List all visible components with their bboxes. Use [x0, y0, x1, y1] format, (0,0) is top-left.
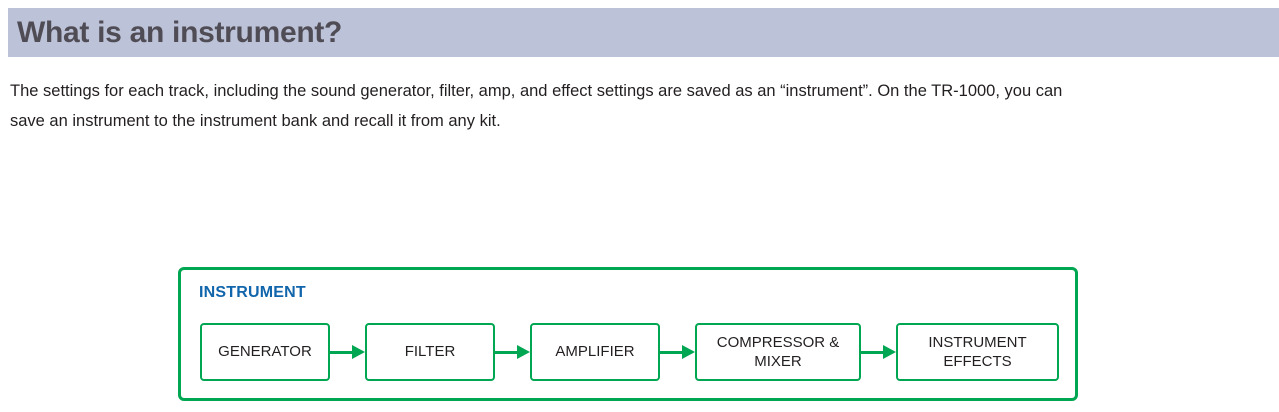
- instrument-flow-diagram: INSTRUMENT GENERATOR FILTER AMPLIFIER CO…: [178, 267, 1078, 401]
- diagram-title: INSTRUMENT: [199, 284, 306, 301]
- flow-node-filter: FILTER: [365, 323, 495, 381]
- arrow-head: [352, 345, 365, 359]
- flow-arrow-icon: [495, 323, 530, 381]
- flow-node-label: COMPRESSOR & MIXER: [716, 333, 840, 371]
- paragraph-line: The settings for each track, including t…: [10, 82, 1063, 100]
- flow-arrow-icon: [660, 323, 695, 381]
- flow-node-label: GENERATOR: [218, 343, 312, 361]
- flow-node-compressor-mixer: COMPRESSOR & MIXER: [695, 323, 861, 381]
- paragraph-line: save an instrument to the instrument ban…: [10, 112, 501, 130]
- arrow-line: [330, 350, 352, 354]
- flow-row: GENERATOR FILTER AMPLIFIER COMPRESSOR & …: [200, 323, 1059, 381]
- page-title: What is an instrument?: [17, 16, 343, 49]
- flow-arrow-icon: [330, 323, 365, 381]
- arrow-head: [517, 345, 530, 359]
- arrow-line: [660, 350, 682, 354]
- flow-arrow-icon: [861, 323, 896, 381]
- flow-node-instrument-effects: INSTRUMENT EFFECTS: [896, 323, 1059, 381]
- flow-node-amplifier: AMPLIFIER: [530, 323, 660, 381]
- flow-node-generator: GENERATOR: [200, 323, 330, 381]
- arrow-head: [883, 345, 896, 359]
- flow-node-label: AMPLIFIER: [555, 343, 635, 361]
- arrow-head: [682, 345, 695, 359]
- section-header: What is an instrument?: [8, 8, 1279, 57]
- flow-node-label: FILTER: [404, 343, 456, 361]
- intro-paragraph: The settings for each track, including t…: [10, 76, 1062, 136]
- flow-node-label: INSTRUMENT EFFECTS: [928, 333, 1027, 371]
- arrow-line: [495, 350, 517, 354]
- arrow-line: [861, 350, 883, 354]
